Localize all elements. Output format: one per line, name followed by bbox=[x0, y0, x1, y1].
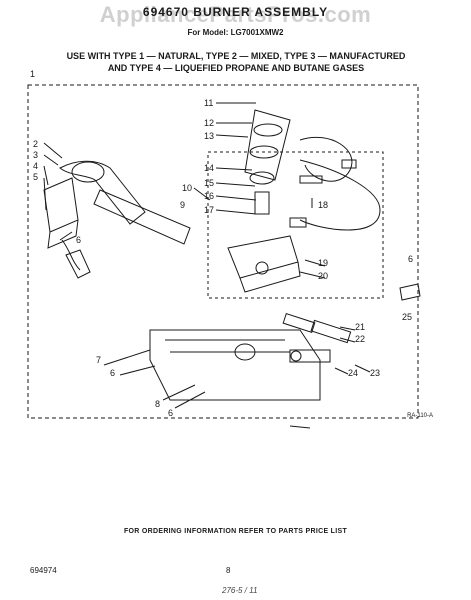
watermark: AppliancePartsPros.com bbox=[99, 2, 372, 27]
burner-tube bbox=[59, 160, 146, 225]
gas-type-note: USE WITH TYPE 1 — NATURAL, TYPE 2 — MIXE… bbox=[56, 50, 416, 74]
diagram-reference: RA-110-A bbox=[407, 413, 433, 419]
callout-5: 5 bbox=[33, 172, 39, 182]
callout-1: 1 bbox=[30, 69, 36, 79]
callout-6b: 6 bbox=[110, 368, 116, 378]
coil-stack bbox=[244, 109, 291, 181]
callout-17: 17 bbox=[204, 205, 215, 215]
callout-16: 16 bbox=[204, 191, 215, 201]
callout-2: 2 bbox=[33, 139, 39, 149]
gas-type-line-2: AND TYPE 4 — LIQUEFIED PROPANE AND BUTAN… bbox=[107, 63, 365, 73]
model-label: For Model: LG7001XMW2 bbox=[187, 28, 284, 37]
callout-13: 13 bbox=[204, 131, 215, 141]
gas-type-line-1: USE WITH TYPE 1 — NATURAL, TYPE 2 — MIXE… bbox=[66, 51, 406, 61]
wire-harness bbox=[299, 136, 381, 231]
callout-25: 25 bbox=[402, 312, 413, 322]
callout-6c: 6 bbox=[168, 408, 174, 418]
ordering-note: FOR ORDERING INFORMATION REFER TO PARTS … bbox=[123, 528, 348, 535]
callout-11: 11 bbox=[204, 98, 214, 108]
base-plate bbox=[149, 329, 321, 401]
callout-6a: 6 bbox=[76, 235, 82, 245]
valve-subframe bbox=[207, 151, 384, 299]
callout-15: 15 bbox=[204, 178, 215, 188]
callout-14: 14 bbox=[204, 163, 215, 173]
flame-spreader bbox=[71, 161, 105, 183]
mount-bracket bbox=[399, 283, 421, 301]
callout-24: 24 bbox=[348, 368, 359, 378]
bracket bbox=[43, 177, 79, 233]
callout-3: 3 bbox=[33, 150, 39, 160]
igniter bbox=[282, 312, 316, 334]
callout-7: 7 bbox=[96, 355, 102, 365]
callout-10: 10 bbox=[182, 183, 193, 193]
callout-23: 23 bbox=[370, 368, 381, 378]
callout-18: 18 bbox=[318, 200, 329, 210]
gas-valve bbox=[227, 235, 299, 279]
callout-8: 8 bbox=[155, 399, 161, 409]
callout-9: 9 bbox=[180, 200, 186, 210]
callout-21: 21 bbox=[355, 322, 366, 332]
callout-22: 22 bbox=[355, 334, 366, 344]
callout-4: 4 bbox=[33, 161, 39, 171]
callout-19: 19 bbox=[318, 258, 329, 268]
publication-number: 694974 bbox=[30, 566, 57, 575]
page-title: 694670 BURNER ASSEMBLY bbox=[142, 5, 329, 19]
handwritten-mark: 276-5 / 11 bbox=[222, 586, 258, 595]
callout-12: 12 bbox=[204, 118, 215, 128]
callout-20: 20 bbox=[318, 271, 329, 281]
page-number: 8 bbox=[226, 566, 231, 575]
callout-6d: 6 bbox=[408, 254, 414, 264]
assembly-frame bbox=[27, 84, 419, 419]
